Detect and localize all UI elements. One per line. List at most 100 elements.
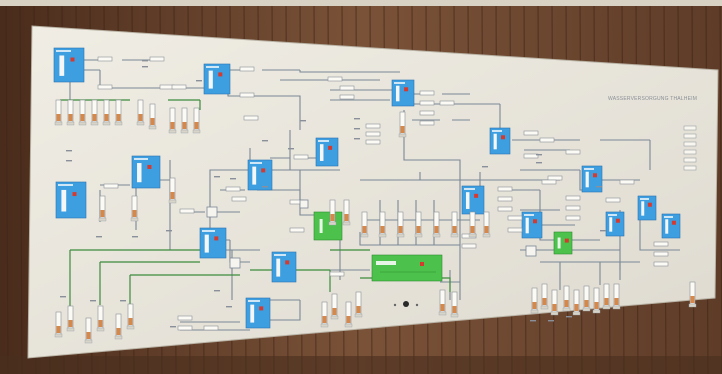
red-indicator (328, 146, 332, 150)
label-speck (300, 120, 306, 121)
v-gauge (451, 292, 458, 317)
red-indicator (616, 219, 620, 223)
h-gauge (178, 326, 192, 330)
v-gauge (331, 294, 338, 319)
blue-module (638, 196, 656, 220)
v-gauge (131, 196, 138, 221)
blue-module (662, 214, 680, 238)
h-gauge (290, 228, 304, 232)
h-gauge (654, 262, 668, 266)
label-speck (166, 230, 172, 231)
v-gauge (67, 306, 74, 331)
red-indicator (593, 173, 597, 177)
v-gauge (613, 284, 620, 309)
blue-module (462, 186, 484, 214)
blue-module (392, 80, 414, 106)
v-gauge (115, 314, 122, 339)
v-gauge (55, 100, 62, 125)
v-gauge (149, 104, 156, 129)
v-gauge (531, 288, 538, 313)
v-gauge (329, 200, 336, 225)
blue-module (606, 212, 624, 236)
red-indicator (648, 203, 652, 207)
label-speck (354, 138, 360, 139)
h-gauge (540, 138, 554, 142)
v-gauge (433, 212, 440, 237)
v-gauge (137, 100, 144, 125)
red-indicator (218, 72, 222, 76)
blue-module (316, 138, 338, 166)
h-gauge (440, 101, 454, 105)
h-gauge (240, 67, 254, 71)
h-gauge (340, 95, 354, 99)
label-speck (548, 320, 554, 321)
label-speck (196, 80, 202, 81)
label-speck (66, 150, 72, 151)
h-gauge (498, 197, 512, 201)
label-speck (142, 66, 148, 67)
h-gauge (328, 77, 342, 81)
label-speck (230, 178, 236, 179)
v-gauge (603, 284, 610, 309)
h-gauge (542, 180, 556, 184)
h-gauge (366, 140, 380, 144)
v-gauge (85, 318, 92, 343)
h-gauge (566, 150, 580, 154)
red-indicator (474, 194, 478, 198)
label-speck (66, 160, 72, 161)
v-gauge (79, 100, 86, 125)
red-indicator (147, 165, 151, 169)
v-gauge (573, 290, 580, 315)
red-indicator (404, 87, 408, 91)
red-indicator (259, 306, 263, 310)
label-speck (142, 60, 148, 61)
v-gauge (55, 312, 62, 337)
h-gauge (172, 85, 186, 89)
h-gauge (566, 206, 580, 210)
h-gauge (524, 154, 538, 158)
v-gauge (345, 302, 352, 327)
blue-module (132, 156, 160, 188)
v-gauge (91, 100, 98, 125)
label-speck (600, 230, 606, 231)
h-gauge (98, 85, 112, 89)
red-indicator (73, 192, 77, 196)
blue-module (246, 298, 270, 328)
v-gauge (343, 200, 350, 225)
v-gauge (99, 196, 106, 221)
blue-module (200, 228, 226, 258)
blue-module (272, 252, 296, 282)
label-speck (214, 176, 220, 177)
h-gauge (294, 155, 308, 159)
h-gauge (524, 131, 538, 135)
blue-module (582, 166, 602, 192)
red-indicator (214, 236, 218, 240)
green-module (554, 232, 572, 254)
label-speck (262, 140, 268, 141)
label-speck (354, 128, 360, 129)
v-gauge (397, 212, 404, 237)
h-gauge (508, 228, 522, 232)
green-status-bar (372, 255, 442, 281)
h-gauge (606, 198, 620, 202)
v-gauge (193, 108, 200, 133)
v-gauge (415, 212, 422, 237)
label-speck (354, 118, 360, 119)
label-speck (596, 186, 602, 187)
h-gauge (462, 244, 476, 248)
h-gauge (548, 176, 562, 180)
red-indicator (565, 239, 569, 243)
v-gauge (169, 178, 176, 203)
h-gauge (98, 57, 112, 61)
h-gauge (498, 207, 512, 211)
label-speck (214, 290, 220, 291)
h-gauge (566, 216, 580, 220)
h-gauge (180, 209, 194, 213)
label-speck (132, 236, 138, 237)
v-gauge (451, 212, 458, 237)
label-speck (60, 296, 66, 297)
h-gauge (240, 93, 254, 97)
h-gauge (340, 86, 354, 90)
